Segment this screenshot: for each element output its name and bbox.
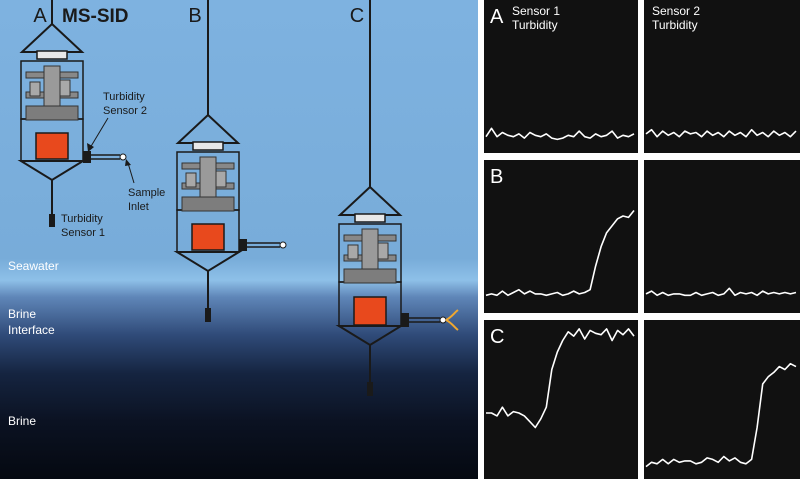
instrument-b [173,0,287,322]
trace-panel-background [484,320,638,479]
trace-column-title-1-line1: Sensor 1 [512,4,560,18]
trace-panel-background [484,0,638,153]
trace-line-c-sensor-2 [645,362,797,468]
figure-title: MS-SID [62,6,129,27]
annotation-turbidity-sensor-2-line1: Turbidity [103,91,145,103]
trace-row-label-a: A [490,6,504,28]
trace-line-b-sensor-2 [645,287,797,297]
trace-line-a-sensor-1 [485,127,635,141]
trace-column-title-2-line1: Sensor 2 [652,4,700,18]
trace-panel-background [644,160,800,313]
zone-label-brine-interface-line1: Brine [8,307,36,321]
trace-line-a-sensor-2 [645,128,797,138]
trace-line-c-sensor-1 [486,328,635,429]
trace-row-label-c: C [490,326,504,348]
zone-label-brine-interface-line2: Interface [8,323,55,337]
annotation-sample-inlet-line1: Sample [128,187,165,199]
instrument-a [17,0,127,227]
annotation-turbidity-sensor-2: Turbidity Sensor 2 [87,91,147,152]
trace-panel-c-sensor-2 [644,320,800,479]
trace-panel-background [644,320,800,479]
trace-panel-b-sensor-2 [644,160,800,313]
zone-label-seawater: Seawater [8,259,59,273]
panel-label-c: C [350,5,364,27]
panel-label-b: B [188,5,201,27]
panel-label-a: A [33,5,47,27]
annotation-turbidity-sensor-2-line2: Sensor 2 [103,105,147,117]
annotation-sample-inlet-line2: Inlet [128,201,149,213]
instrument-c [335,0,459,396]
annotation-sample-inlet: Sample Inlet [125,159,165,213]
trace-panel-c-sensor-1: C [484,320,638,479]
panel-divider [478,0,484,479]
trace-panel-background [484,160,638,313]
zone-label-brine: Brine [8,414,36,428]
trace-panel-background [644,0,800,153]
trace-line-b-sensor-1 [485,210,635,297]
annotation-turbidity-sensor-1-line1: Turbidity [61,213,103,225]
trace-column-title-1-line2: Turbidity [512,18,558,32]
trace-row-label-b: B [490,166,503,188]
trace-column-title-2-line2: Turbidity [652,18,698,32]
annotation-turbidity-sensor-1-line2: Sensor 1 [61,227,105,239]
annotation-turbidity-sensor-1: Turbidity Sensor 1 [61,213,105,239]
trace-panel-b-sensor-1: B [484,160,638,313]
